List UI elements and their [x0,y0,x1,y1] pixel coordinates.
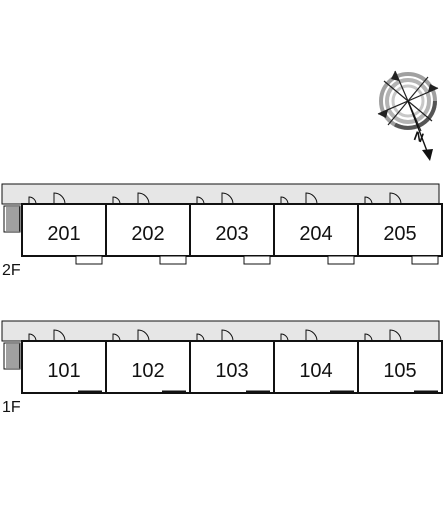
corridor [1,320,440,342]
floor-label: 2F [2,262,21,279]
unit-101: 101 [21,329,107,394]
unit-number: 103 [215,360,248,382]
unit-number: 101 [47,360,80,382]
door-swing-icon [196,333,205,342]
door-swing-icon [28,196,37,205]
unit-number: 205 [383,223,416,245]
door-swing-icon [364,196,373,205]
unit-box [189,340,275,394]
unit-105: 105 [357,329,443,394]
unit-number: 201 [47,223,80,245]
unit-box [21,340,107,394]
unit-box [105,340,191,394]
door-swing-icon [305,329,318,342]
floor-1f: 101 102 103 104 105 1F [1,320,443,416]
unit-103: 103 [189,329,275,394]
unit-201: 201 [21,192,107,265]
unit-203: 203 [189,192,275,265]
door-swing-icon [137,192,150,205]
unit-number: 203 [215,223,248,245]
door-swing-icon [112,333,121,342]
unit-box [357,340,443,394]
door-swing-icon [53,192,66,205]
unit-number: 204 [299,223,332,245]
unit-number: 105 [383,360,416,382]
unit-102: 102 [105,329,191,394]
unit-202: 202 [105,192,191,265]
unit-box [357,203,443,257]
door-swing-icon [221,192,234,205]
door-swing-icon [221,329,234,342]
unit-number: 202 [131,223,164,245]
staircase-icon [3,342,21,370]
unit-number: 104 [299,360,332,382]
door-swing-icon [280,333,289,342]
door-swing-icon [137,329,150,342]
door-swing-icon [112,196,121,205]
balcony [159,255,187,265]
door-swing-icon [196,196,205,205]
door-swing-icon [53,329,66,342]
door-swing-icon [389,329,402,342]
staircase-icon [3,205,21,233]
door-swing-icon [364,333,373,342]
balcony [243,255,271,265]
door-swing-icon [389,192,402,205]
unit-number: 102 [131,360,164,382]
balcony [411,255,439,265]
unit-box [273,203,359,257]
unit-box [21,203,107,257]
floor-label: 1F [2,399,21,416]
door-swing-icon [280,196,289,205]
balcony [75,255,103,265]
compass-rose-icon [377,70,439,161]
door-swing-icon [28,333,37,342]
unit-104: 104 [273,329,359,394]
floor-2f: 201 202 203 204 205 2F [1,183,443,279]
corridor [1,183,440,205]
unit-205: 205 [357,192,443,265]
unit-204: 204 [273,192,359,265]
door-swing-icon [305,192,318,205]
balcony [327,255,355,265]
unit-box [189,203,275,257]
